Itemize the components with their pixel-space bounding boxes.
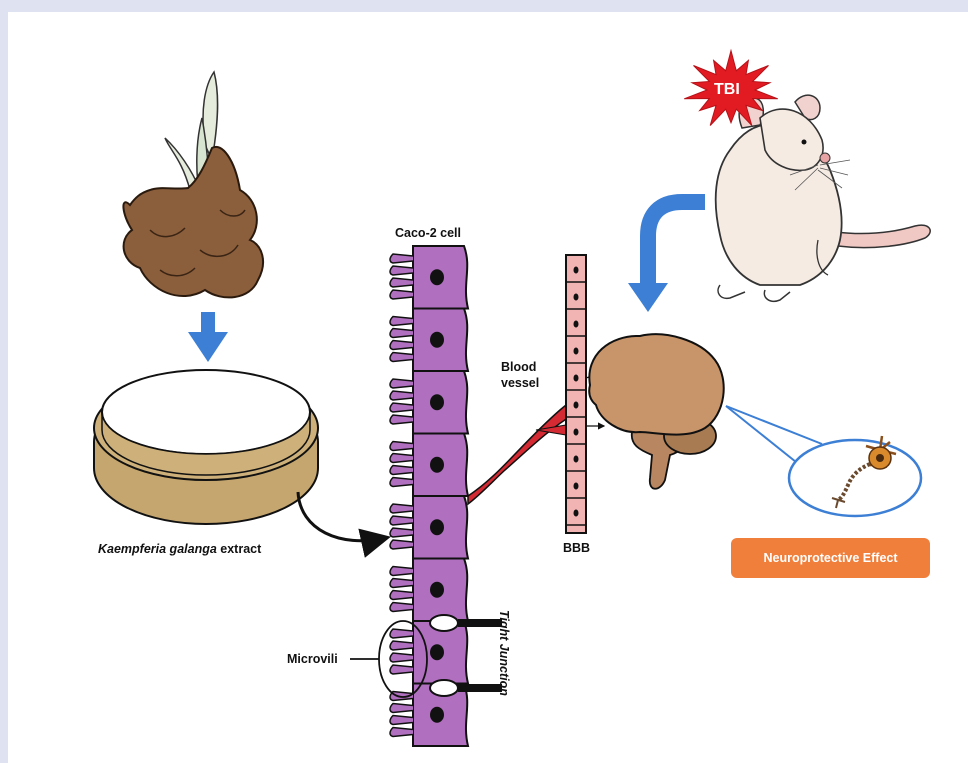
microvili-label: Microvili: [287, 652, 338, 666]
microvillus: [390, 516, 413, 525]
microvillus: [390, 466, 413, 475]
microvillus: [390, 540, 413, 549]
microvillus: [390, 591, 413, 600]
microvillus: [390, 454, 413, 463]
vessel-cell-nucleus: [574, 429, 579, 436]
blood-vessel-label-line2: vessel: [501, 376, 539, 390]
microvillus: [390, 341, 413, 350]
bbb-label: BBB: [563, 541, 590, 555]
microvillus: [390, 665, 413, 674]
cell-nucleus: [430, 582, 444, 598]
down-arrow-icon: [188, 312, 228, 362]
extract-label-species: Kaempferia galanga: [98, 542, 217, 556]
cell-nucleus: [430, 457, 444, 473]
tbi-label: TBI: [714, 81, 740, 99]
microvillus: [390, 641, 413, 650]
microvillus: [390, 415, 413, 424]
extract-label-rest: extract: [217, 542, 261, 556]
cell-nucleus: [430, 644, 444, 660]
caco2-label: Caco-2 cell: [395, 226, 461, 240]
microvillus: [390, 716, 413, 725]
microvillus: [390, 403, 413, 412]
microvillus: [390, 254, 413, 263]
vessel-cell-nucleus: [574, 348, 579, 355]
extract-to-cell-arrow: [298, 492, 385, 541]
cell-nucleus: [430, 519, 444, 535]
microvillus: [390, 603, 413, 612]
blood-vessel: [566, 255, 586, 533]
vessel-cell-nucleus: [574, 375, 579, 382]
vessel-cell-nucleus: [574, 402, 579, 409]
microvillus: [390, 317, 413, 326]
neuron-callout: [726, 406, 921, 516]
microvillus: [390, 478, 413, 487]
microvillus: [390, 329, 413, 338]
vessel-cell-nucleus: [574, 456, 579, 463]
vessel-cell-nucleus: [574, 510, 579, 517]
vessel-cell-nucleus: [574, 483, 579, 490]
microvillus: [390, 278, 413, 287]
microvillus: [390, 528, 413, 537]
neuroprotective-effect-box: Neuroprotective Effect: [731, 538, 930, 578]
microvillus: [390, 266, 413, 275]
microvillus: [390, 353, 413, 362]
microvillus: [390, 379, 413, 388]
tight-junction-label: Tight Junction: [497, 610, 511, 696]
microvillus: [390, 391, 413, 400]
vessel-cell-nucleus: [574, 267, 579, 274]
microvillus: [390, 290, 413, 299]
microvillus: [390, 442, 413, 451]
microvillus: [390, 629, 413, 638]
vessel-cell-nucleus: [574, 294, 579, 301]
vessel-cell-nucleus: [574, 321, 579, 328]
kaempferia-rhizome-icon: [123, 72, 263, 297]
microvillus: [390, 704, 413, 713]
brain-icon: [589, 334, 723, 488]
cell-nucleus: [430, 332, 444, 348]
microvillus: [390, 579, 413, 588]
cell-nucleus: [430, 394, 444, 410]
microvillus: [390, 653, 413, 662]
blood-vessel-label-line1: Blood: [501, 360, 536, 374]
rat-to-brain-arrow: [628, 202, 705, 312]
rat-icon: [716, 95, 931, 301]
microvillus: [390, 567, 413, 576]
caco2-cell-column: [390, 246, 468, 746]
extract-label: Kaempferia galanga extract: [98, 542, 261, 556]
petri-dish-icon: [94, 370, 318, 524]
microvillus: [390, 504, 413, 513]
cell-nucleus: [430, 269, 444, 285]
microvillus: [390, 728, 413, 737]
cell-nucleus: [430, 707, 444, 723]
blood-branch: [468, 400, 574, 504]
